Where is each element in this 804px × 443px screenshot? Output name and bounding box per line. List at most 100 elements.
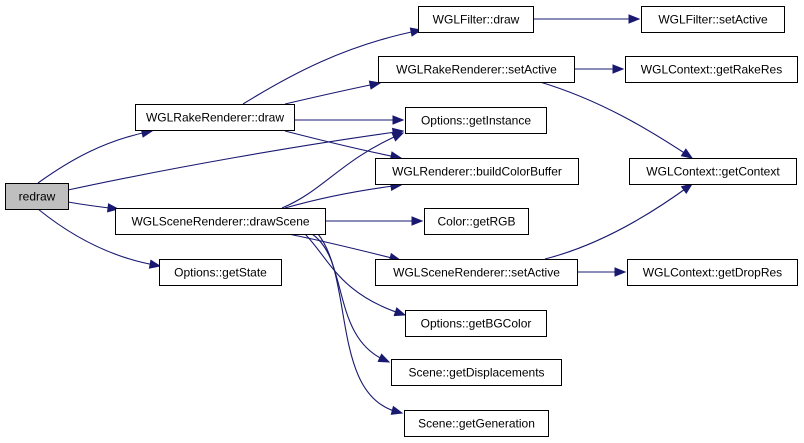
edge-line	[284, 130, 402, 159]
node-box	[135, 104, 295, 131]
node-label: WGLSceneRenderer::setActive	[393, 266, 560, 280]
node-label: WGLRakeRenderer::draw	[146, 111, 284, 125]
node-box	[115, 208, 326, 235]
edge-filter_draw-to-filter_setActive	[533, 14, 641, 24]
node-getDisplacements[interactable]: Scene::getDisplacements	[391, 359, 562, 386]
node-box	[424, 208, 529, 235]
node-box	[405, 310, 547, 337]
edges-layer	[37, 14, 694, 415]
node-label: WGLFilter::draw	[433, 13, 520, 27]
node-rake_draw[interactable]: WGLRakeRenderer::draw	[135, 104, 295, 131]
edge-rake_setActive-to-getContext	[539, 81, 694, 159]
node-box	[627, 259, 798, 286]
edge-line	[37, 130, 153, 184]
arrowhead-icon	[148, 259, 162, 269]
arrowhead-icon	[612, 64, 625, 74]
edge-line	[317, 233, 403, 414]
node-getRakeRes[interactable]: WGLContext::getRakeRes	[625, 56, 798, 83]
node-box	[404, 410, 549, 437]
node-label: Options::getInstance	[421, 114, 531, 128]
node-box	[375, 259, 578, 286]
node-label: Scene::getGeneration	[418, 417, 535, 431]
arrowhead-icon	[393, 307, 407, 317]
node-box	[405, 107, 547, 134]
edge-line	[304, 233, 406, 316]
edge-redraw-to-getInstance	[67, 127, 405, 191]
node-label: WGLRakeRenderer::setActive	[396, 63, 557, 77]
edge-line	[242, 29, 422, 105]
node-label: WGLRenderer::buildColorBuffer	[392, 165, 562, 179]
node-box	[629, 158, 797, 185]
node-label: Options::getBGColor	[421, 317, 532, 331]
edge-redraw-to-rake_draw	[37, 128, 154, 184]
edge-drawScene-to-getInstance	[281, 132, 405, 209]
arrowhead-icon	[614, 267, 627, 277]
edge-line	[284, 184, 402, 209]
edge-line	[281, 132, 404, 209]
edge-line	[539, 81, 693, 159]
node-box	[5, 183, 69, 210]
node-box	[641, 6, 785, 33]
node-label: WGLContext::getContext	[646, 165, 780, 179]
arrowhead-icon	[392, 115, 405, 125]
node-filter_setActive[interactable]: WGLFilter::setActive	[641, 6, 785, 33]
edge-drawScene-to-getBGColor	[304, 233, 407, 317]
edge-scene_setActive-to-getDropRes	[577, 267, 627, 277]
node-buildColorBuffer[interactable]: WGLRenderer::buildColorBuffer	[375, 158, 579, 185]
node-drawScene[interactable]: WGLSceneRenderer::drawScene	[115, 208, 326, 235]
edge-rake_draw-to-getInstance	[294, 115, 405, 125]
node-getGeneration[interactable]: Scene::getGeneration	[404, 410, 549, 437]
edge-scene_setActive-to-getContext	[544, 183, 694, 260]
node-redraw[interactable]: redraw	[5, 183, 69, 210]
node-getDropRes[interactable]: WGLContext::getDropRes	[627, 259, 798, 286]
edge-line	[67, 130, 404, 191]
edge-rake_draw-to-buildColorBuffer	[284, 130, 403, 161]
edge-line	[284, 82, 381, 105]
node-label: WGLSceneRenderer::drawScene	[131, 215, 309, 229]
arrowhead-icon	[107, 203, 120, 213]
node-scene_setActive[interactable]: WGLSceneRenderer::setActive	[375, 259, 578, 286]
arrowhead-icon	[680, 148, 694, 159]
edge-line	[37, 208, 161, 267]
node-getState[interactable]: Options::getState	[159, 259, 282, 286]
node-rake_setActive[interactable]: WGLRakeRenderer::setActive	[378, 56, 575, 83]
node-getInstance[interactable]: Options::getInstance	[405, 107, 547, 134]
node-label: Options::getState	[174, 266, 267, 280]
node-label: WGLContext::getRakeRes	[641, 63, 782, 77]
arrowhead-icon	[391, 132, 405, 142]
node-box	[159, 259, 282, 286]
edge-drawScene-to-getGeneration	[317, 233, 404, 415]
edge-redraw-to-getState	[37, 208, 162, 269]
arrowhead-icon	[628, 14, 641, 24]
node-getBGColor[interactable]: Options::getBGColor	[405, 310, 547, 337]
node-box	[625, 56, 798, 83]
edge-rake_setActive-to-getRakeRes	[574, 64, 625, 74]
arrowhead-icon	[680, 183, 694, 195]
node-label: Scene::getDisplacements	[408, 366, 544, 380]
node-getRGB[interactable]: Color::getRGB	[424, 208, 529, 235]
node-filter_draw[interactable]: WGLFilter::draw	[418, 6, 534, 33]
edge-line	[287, 233, 401, 261]
node-box	[418, 6, 534, 33]
node-getContext[interactable]: WGLContext::getContext	[629, 158, 797, 185]
nodes-layer: redraw WGLRakeRenderer::drawWGLSceneRende…	[5, 6, 798, 437]
edge-redraw-to-drawScene	[67, 201, 120, 213]
arrowhead-icon	[411, 216, 424, 226]
edge-drawScene-to-getDisplacements	[311, 233, 391, 363]
edge-drawScene-to-scene_setActive	[287, 233, 402, 263]
arrowhead-icon	[377, 353, 391, 363]
edge-line	[311, 233, 390, 363]
edge-rake_draw-to-rake_setActive	[284, 80, 382, 105]
edge-drawScene-to-getRGB	[325, 216, 424, 226]
arrowhead-icon	[368, 80, 382, 90]
arrowhead-icon	[390, 405, 404, 415]
node-box	[391, 359, 562, 386]
node-label: WGLFilter::setActive	[658, 13, 768, 27]
edge-line	[544, 183, 693, 260]
node-label: WGLContext::getDropRes	[643, 266, 782, 280]
node-box	[375, 158, 579, 185]
node-box	[378, 56, 575, 83]
node-label: redraw	[19, 190, 56, 204]
node-label: Color::getRGB	[437, 215, 515, 229]
